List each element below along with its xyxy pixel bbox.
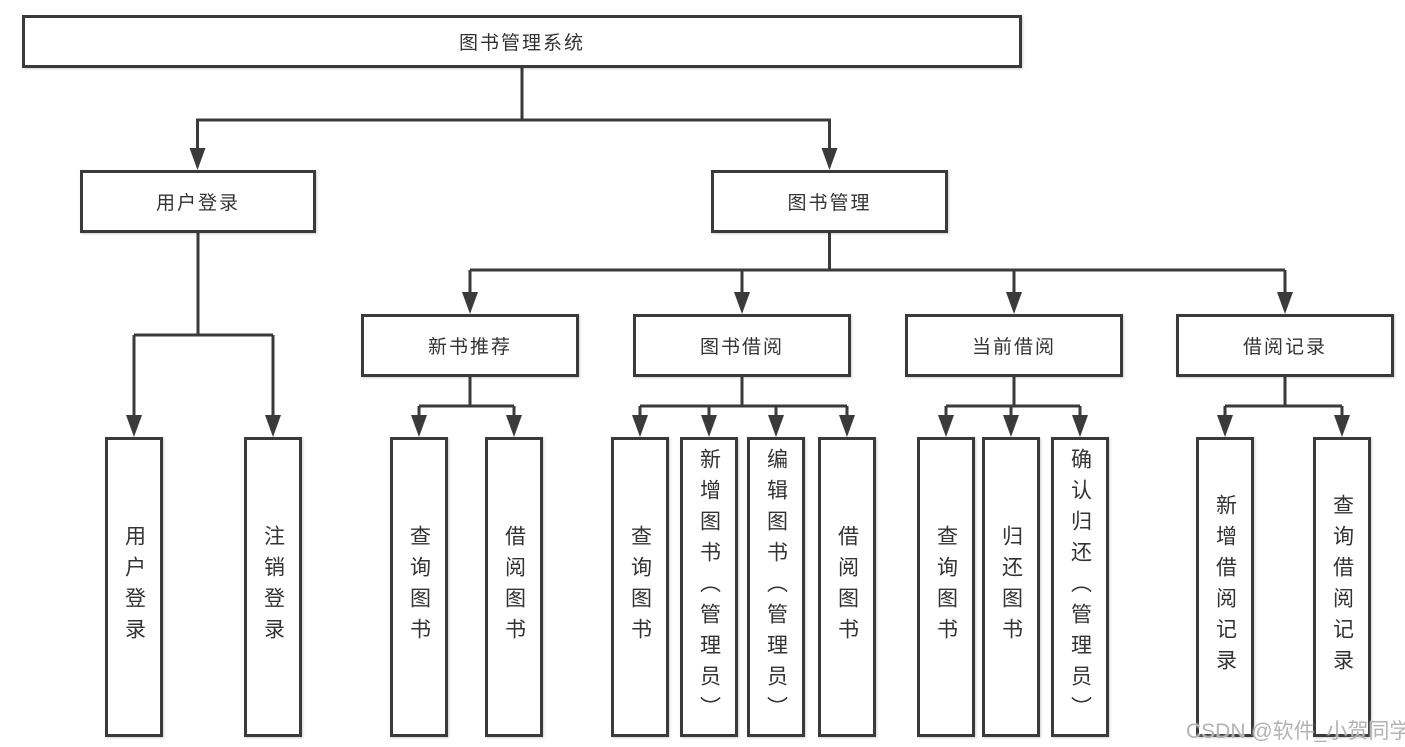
leaf-borrow-books-recommend-label: 借阅图书 — [502, 525, 526, 649]
leaf-borrow-books-recommend: 借阅图书 — [485, 437, 543, 737]
leaf-query-books-borrow: 查询图书 — [611, 437, 669, 737]
watermark: CSDN @软件_小贺同学 — [1186, 720, 1405, 743]
leaf-query-books-current-label: 查询图书 — [934, 525, 958, 649]
connector-book-borrow-children — [632, 377, 855, 437]
leaf-user-login-label: 用户登录 — [122, 525, 146, 649]
leaf-query-books-borrow-label: 查询图书 — [628, 525, 652, 649]
node-user-login: 用户登录 — [80, 170, 316, 233]
leaf-edit-book-admin-label: 编辑图书（管理员） — [764, 447, 788, 727]
node-root-label: 图书管理系统 — [458, 33, 585, 54]
connector-user-login-children — [126, 233, 281, 437]
connector-book-management-to-level2 — [462, 233, 1293, 314]
node-borrow-records: 借阅记录 — [1176, 314, 1394, 377]
node-root: 图书管理系统 — [22, 15, 1022, 68]
leaf-logout: 注销登录 — [244, 437, 302, 737]
leaf-return-book: 归还图书 — [982, 437, 1040, 737]
leaf-confirm-return-admin: 确认归还（管理员） — [1051, 437, 1109, 737]
node-book-borrow: 图书借阅 — [633, 314, 851, 377]
connector-borrow-records-children — [1217, 377, 1350, 437]
node-borrow-records-label: 借阅记录 — [1242, 337, 1327, 358]
leaf-query-books-current: 查询图书 — [917, 437, 975, 737]
node-user-login-label: 用户登录 — [155, 193, 240, 214]
leaf-query-books-recommend: 查询图书 — [390, 437, 448, 737]
leaf-return-book-label: 归还图书 — [999, 525, 1023, 649]
leaf-edit-book-admin: 编辑图书（管理员） — [747, 437, 805, 737]
node-new-book-recommend: 新书推荐 — [361, 314, 579, 377]
node-book-borrow-label: 图书借阅 — [699, 337, 784, 358]
leaf-borrow-books: 借阅图书 — [818, 437, 876, 737]
connector-root-to-level1 — [189, 68, 838, 170]
leaf-add-borrow-record-label: 新增借阅记录 — [1213, 494, 1237, 680]
leaf-logout-label: 注销登录 — [261, 525, 285, 649]
leaf-user-login: 用户登录 — [105, 437, 163, 737]
leaf-add-book-admin: 新增图书（管理员） — [680, 437, 738, 737]
node-current-borrow: 当前借阅 — [905, 314, 1123, 377]
connector-new-book-children — [411, 377, 522, 437]
leaf-add-book-admin-label: 新增图书（管理员） — [697, 447, 721, 727]
node-book-management-label: 图书管理 — [787, 193, 872, 214]
leaf-query-books-recommend-label: 查询图书 — [407, 525, 431, 649]
leaf-add-borrow-record: 新增借阅记录 — [1196, 437, 1254, 737]
leaf-query-borrow-record-label: 查询借阅记录 — [1330, 494, 1354, 680]
connector-current-borrow-children — [938, 377, 1088, 437]
leaf-borrow-books-label: 借阅图书 — [835, 525, 859, 649]
node-current-borrow-label: 当前借阅 — [971, 337, 1056, 358]
node-new-book-recommend-label: 新书推荐 — [427, 337, 512, 358]
node-book-management: 图书管理 — [711, 170, 948, 233]
leaf-confirm-return-admin-label: 确认归还（管理员） — [1068, 447, 1092, 727]
leaf-query-borrow-record: 查询借阅记录 — [1313, 437, 1371, 737]
